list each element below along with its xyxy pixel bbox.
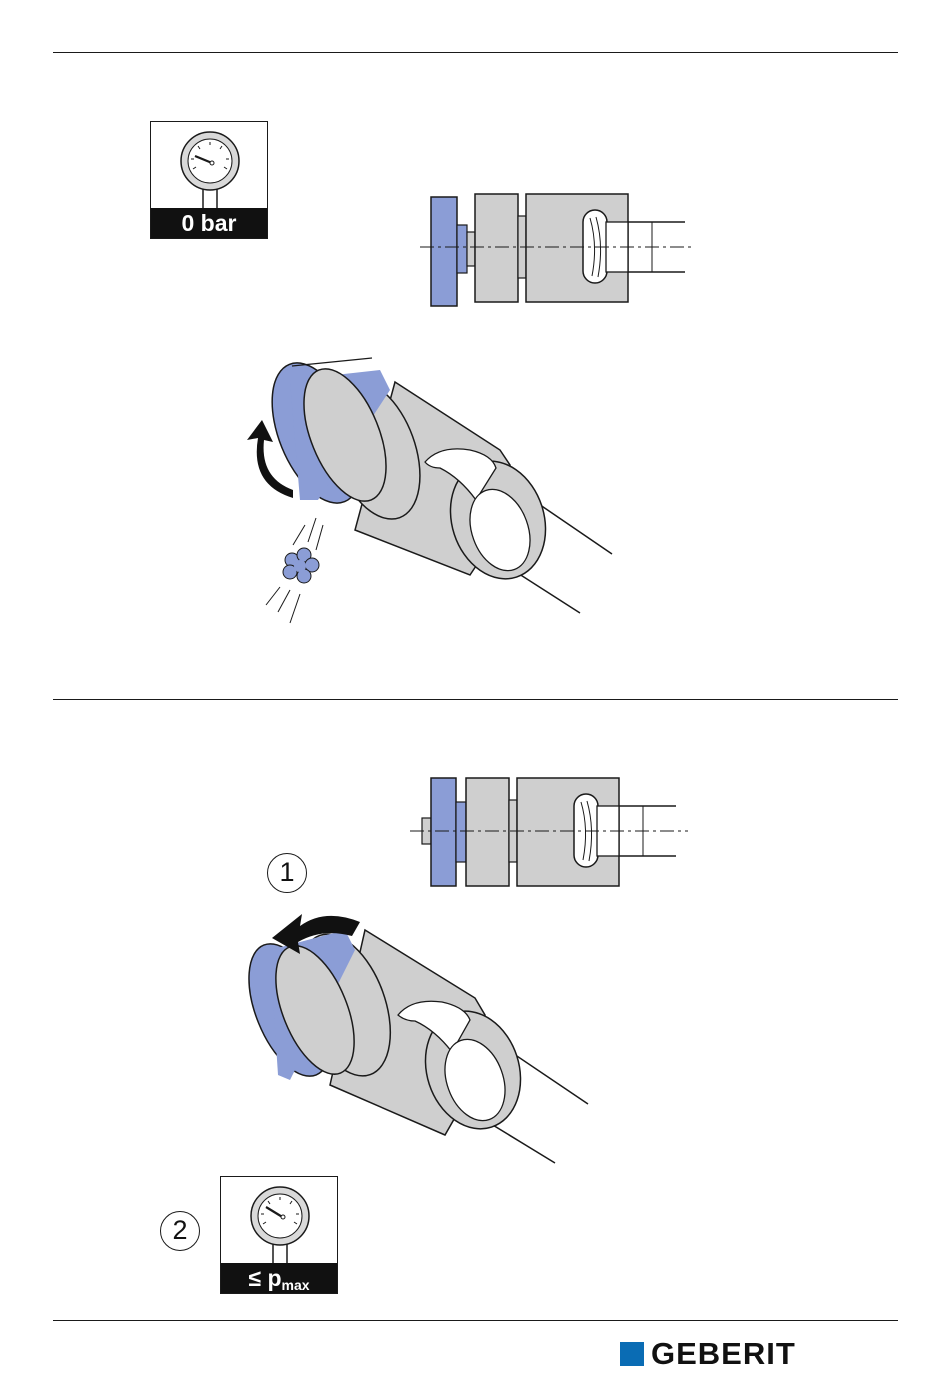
fitting-perspective-tighten: [0, 910, 950, 1170]
exhaust-puff-icon: [266, 518, 323, 623]
gauge-icon: [221, 1177, 339, 1267]
middle-divider: [53, 699, 898, 700]
top-divider: [53, 52, 898, 53]
brand-name: GEBERIT: [651, 1339, 796, 1369]
fitting-section-closed: [0, 774, 950, 894]
step-marker-2: 2: [160, 1211, 200, 1251]
gauge-label-subscript: max: [282, 1277, 310, 1293]
brand-square-icon: [620, 1342, 644, 1366]
step-marker-1: 1: [267, 853, 307, 893]
geberit-logo: GEBERIT: [620, 1339, 796, 1369]
gauge-label-prefix: ≤ p: [248, 1265, 281, 1291]
fitting-section-open: [0, 190, 950, 310]
pressure-gauge-max: ≤ pmax: [220, 1176, 338, 1294]
bottom-divider: [53, 1320, 898, 1321]
fitting-perspective-release: [0, 350, 950, 630]
gauge-label-max-pressure: ≤ pmax: [221, 1263, 337, 1293]
